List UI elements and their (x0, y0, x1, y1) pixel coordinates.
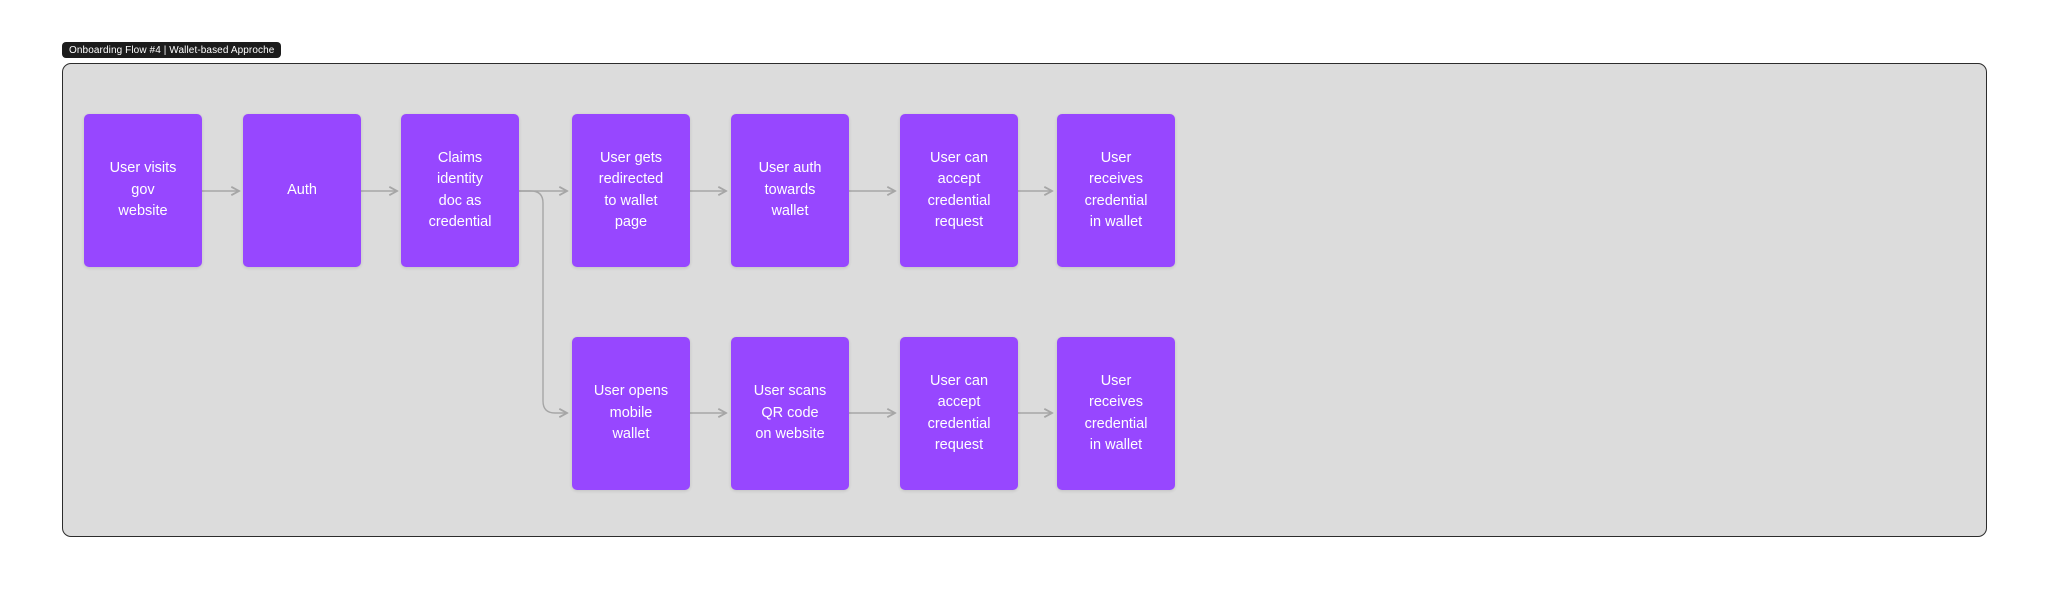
node-label: Claims identity doc as credential (428, 149, 492, 231)
node-label: User auth towards wallet (758, 160, 822, 220)
node-accept-credential-request-bottom[interactable]: User can accept credential request (900, 337, 1018, 490)
section-title: Onboarding Flow #4 | Wallet-based Approc… (69, 44, 275, 56)
node-label: User opens mobile wallet (593, 383, 669, 443)
node-user-scans-qr-code[interactable]: User scans QR code on website (731, 337, 849, 490)
node-label: User receives credential in wallet (1084, 372, 1148, 454)
node-label: User receives credential in wallet (1084, 149, 1148, 231)
node-user-opens-mobile-wallet[interactable]: User opens mobile wallet (572, 337, 690, 490)
node-label: User gets redirected to wallet page (598, 149, 664, 231)
node-user-visits-gov-website[interactable]: User visits gov website (84, 114, 202, 267)
node-claims-identity-doc[interactable]: Claims identity doc as credential (401, 114, 519, 267)
node-label: Auth (287, 181, 317, 198)
node-accept-credential-request-top[interactable]: User can accept credential request (900, 114, 1018, 267)
node-label: User can accept credential request (927, 149, 991, 231)
node-receives-credential-top[interactable]: User receives credential in wallet (1057, 114, 1175, 267)
node-receives-credential-bottom[interactable]: User receives credential in wallet (1057, 337, 1175, 490)
node-label: User visits gov website (109, 160, 177, 220)
node-redirected-to-wallet-page[interactable]: User gets redirected to wallet page (572, 114, 690, 267)
node-label: User can accept credential request (927, 372, 991, 454)
node-auth[interactable]: Auth (243, 114, 361, 267)
node-user-auth-towards-wallet[interactable]: User auth towards wallet (731, 114, 849, 267)
section-title-badge[interactable]: Onboarding Flow #4 | Wallet-based Approc… (62, 42, 282, 58)
section-frame[interactable] (62, 63, 1987, 537)
node-label: User scans QR code on website (753, 383, 827, 443)
